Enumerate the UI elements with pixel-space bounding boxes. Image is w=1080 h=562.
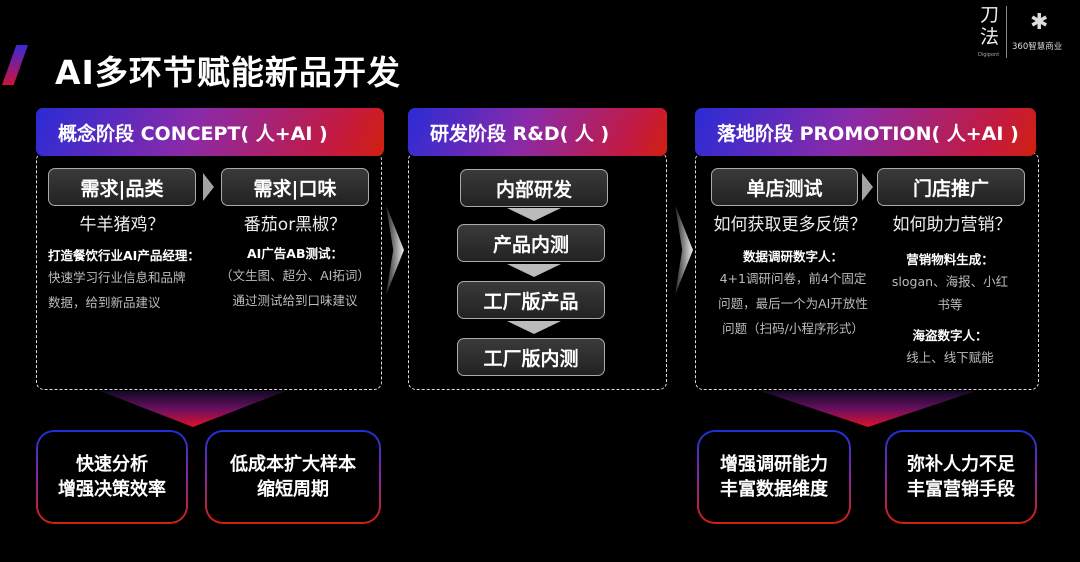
text-line: 线上、线下赋能 [906,350,994,365]
arrow-down-icon [507,208,561,221]
step-question: 牛羊猪鸡？ [79,215,165,235]
brand-name: 360智慧商业 [1012,42,1063,52]
result-line: 快速分析 [76,454,148,475]
text-line: slogan、海报、小红 [891,274,1009,289]
step-pill: 需求|品类 [48,168,196,206]
result-line: 低成本扩大样本 [230,454,356,475]
result-box: 增强调研能力 丰富数据维度 [697,430,851,524]
text-line: 4+1调研问卷，前4个固定 [719,271,867,286]
step-pill: 内部研发 [460,169,608,207]
stage-header-promotion: 落地阶段 PROMOTION( 人+AI ) [695,108,1036,156]
step-pill: 工厂版产品 [457,281,605,319]
step-text: （文生图、超分、AI拓词） 通过测试给到口味建议 [212,263,378,313]
daofa-logo-text: 刀法 [980,4,1000,48]
title-accent-slash [2,45,28,85]
step-text: 快速学习行业信息和品牌 数据，给到新品建议 [48,265,186,315]
result-line: 增强决策效率 [58,479,166,500]
flower-logo-icon: ✱ [1030,10,1049,35]
step-heading: 营销物料生成： [906,252,994,267]
step-pill: 门店推广 [877,168,1025,206]
step-heading: 海盗数字人： [912,328,988,343]
big-arrow-right-icon [386,205,404,295]
step-text: slogan、海报、小红 书等 [880,270,1020,316]
result-line: 丰富营销手段 [907,479,1015,500]
stage-header-concept: 概念阶段 CONCEPT( 人+AI ) [36,108,384,156]
step-pill: 需求|口味 [221,168,369,206]
big-arrow-right-icon [675,205,693,295]
step-question: 如何助力营销？ [892,215,1012,235]
daofa-logo-sub: Digipont [978,52,1000,58]
step-heading: 打造餐饮行业AI产品经理： [48,248,200,263]
step-pill: 工厂版内测 [457,338,605,376]
text-line: （文生图、超分、AI拓词） [220,268,370,283]
funnel-connector [100,391,286,427]
text-line: 书等 [937,297,963,312]
result-line: 缩短周期 [257,479,329,500]
text-line: 问题（扫码/小程序形式） [722,321,864,336]
step-question: 番茄or黑椒？ [243,215,347,235]
step-question: 如何获取更多反馈？ [713,215,867,235]
result-line: 增强调研能力 [720,454,828,475]
result-line: 丰富数据维度 [720,479,828,500]
result-box: 低成本扩大样本 缩短周期 [205,430,381,524]
step-pill: 产品内测 [457,224,605,262]
text-line: 问题，最后一个为AI开放性 [718,296,868,311]
arrow-right-icon [862,173,873,201]
text-line: 数据，给到新品建议 [48,295,161,310]
arrow-right-icon [203,173,214,201]
step-heading: 数据调研数字人： [742,249,843,264]
stage-header-rnd: 研发阶段 R&D( 人 ) [408,108,667,156]
arrow-down-icon [507,264,561,277]
step-heading: AI广告AB测试： [246,246,344,261]
result-box: 弥补人力不足 丰富营销手段 [885,430,1037,524]
text-line: 通过测试给到口味建议 [232,293,358,308]
result-line: 弥补人力不足 [907,454,1015,475]
step-text: 4+1调研问卷，前4个固定 问题，最后一个为AI开放性 问题（扫码/小程序形式） [700,266,886,341]
logo-divider [1006,6,1007,58]
step-pill: 单店测试 [711,168,858,206]
arrow-down-icon [507,321,561,334]
brand-logo: 刀法 Digipont ✱ 360智慧商业 [970,2,1080,62]
page-title: AI多环节赋能新品开发 [55,53,401,92]
step-text: 线上、线下赋能 [880,345,1020,370]
text-line: 快速学习行业信息和品牌 [48,270,186,285]
funnel-connector [760,391,976,427]
result-box: 快速分析 增强决策效率 [36,430,188,524]
